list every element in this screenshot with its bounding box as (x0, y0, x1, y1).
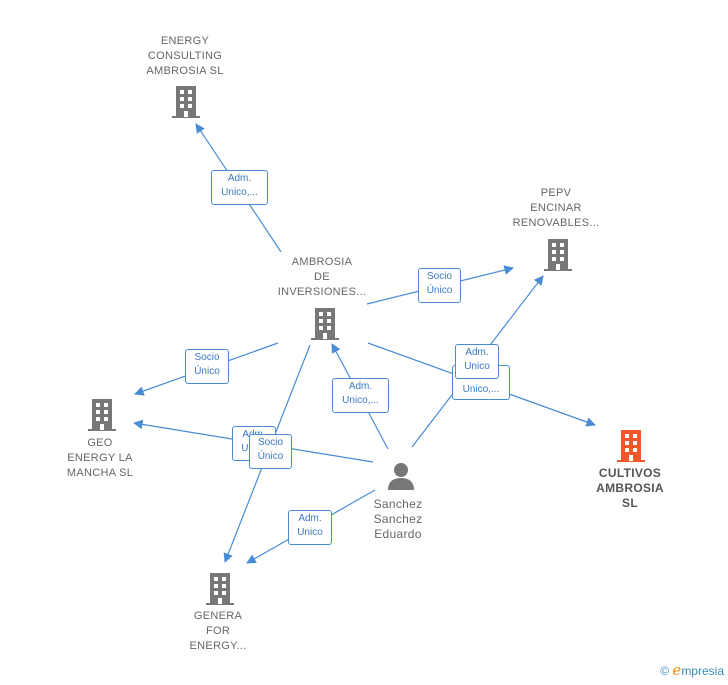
badge-line: Unico,... (221, 187, 258, 198)
relation-badge[interactable]: Adm. Unico (455, 344, 499, 379)
building-icon[interactable] (170, 84, 202, 119)
relation-badge[interactable]: Socio Único (185, 349, 229, 384)
label-line: FOR (205, 625, 231, 637)
badge-line: Unico,... (342, 395, 379, 406)
building-icon[interactable] (542, 237, 574, 272)
label-line: CULTIVOS (598, 466, 662, 480)
node-geo-energy-label[interactable]: GEO ENERGY LA MANCHA SL (40, 436, 160, 481)
relation-badge[interactable]: Socio Único (249, 434, 292, 469)
label-line: AMBROSIA SL (146, 65, 224, 77)
label-line: ENERGY LA (67, 452, 133, 464)
badge-line: Adm. (348, 381, 373, 392)
relation-badge[interactable]: Socio Único (418, 268, 461, 303)
label-line: GEO (87, 437, 113, 449)
label-line: AMBROSIA (596, 481, 664, 495)
label-line: AMBROSIA (291, 256, 353, 268)
node-pepv-label[interactable]: PEPV ENCINAR RENOVABLES... (496, 186, 616, 231)
badge-line: Adm. (298, 513, 322, 524)
relation-badge[interactable]: Adm. Unico,... (332, 378, 389, 413)
label-line: Sanchez (373, 512, 423, 526)
label-line: Sanchez (373, 497, 423, 511)
building-icon[interactable] (615, 428, 647, 463)
node-ambrosia-inversiones-label[interactable]: AMBROSIA DE INVERSIONES... (262, 255, 382, 300)
label-line: CONSULTING (147, 50, 223, 62)
label-line: Eduardo (374, 527, 422, 541)
label-line: ENERGY (160, 35, 210, 47)
label-line: MANCHA SL (66, 467, 134, 479)
badge-line: Socio (194, 352, 220, 363)
node-energy-consulting-label[interactable]: ENERGY CONSULTING AMBROSIA SL (125, 34, 245, 79)
label-line: INVERSIONES... (277, 286, 367, 298)
node-sanchez-label[interactable]: Sanchez Sanchez Eduardo (348, 497, 448, 542)
node-genera-label[interactable]: GENERA FOR ENERGY... (158, 609, 278, 654)
badge-line: Único (257, 451, 284, 462)
badge-line: Unico (297, 527, 323, 538)
brand-logo-initial: e (672, 661, 682, 679)
badge-line: Único (194, 366, 220, 377)
building-icon[interactable] (86, 397, 118, 432)
relation-badge[interactable]: Adm. Unico,... (211, 170, 268, 205)
label-line: GENERA (193, 610, 243, 622)
badge-line: Unico (464, 361, 490, 372)
building-icon[interactable] (309, 306, 341, 341)
person-icon[interactable] (386, 461, 416, 491)
badge-line: Unico,... (462, 384, 500, 395)
label-line: ENCINAR (530, 202, 582, 214)
brand-name: mpresia (681, 664, 724, 678)
brand-footer[interactable]: © empresia (660, 661, 724, 679)
building-icon[interactable] (204, 571, 236, 606)
label-line: SL (622, 496, 638, 510)
badge-line: Socio (257, 437, 283, 448)
badge-line: Adm. (227, 173, 252, 184)
label-line: DE (314, 271, 330, 283)
label-line: PEPV (540, 187, 572, 199)
relation-badge[interactable]: Adm. Unico (288, 510, 332, 545)
badge-line: Único (426, 285, 453, 296)
badge-line: Socio (426, 271, 452, 282)
copyright-symbol: © (660, 664, 670, 678)
node-cultivos-ambrosia-label[interactable]: CULTIVOS AMBROSIA SL (570, 466, 690, 511)
label-line: ENERGY... (189, 640, 247, 652)
label-line: RENOVABLES... (512, 217, 600, 229)
badge-line: Adm. (465, 347, 489, 358)
